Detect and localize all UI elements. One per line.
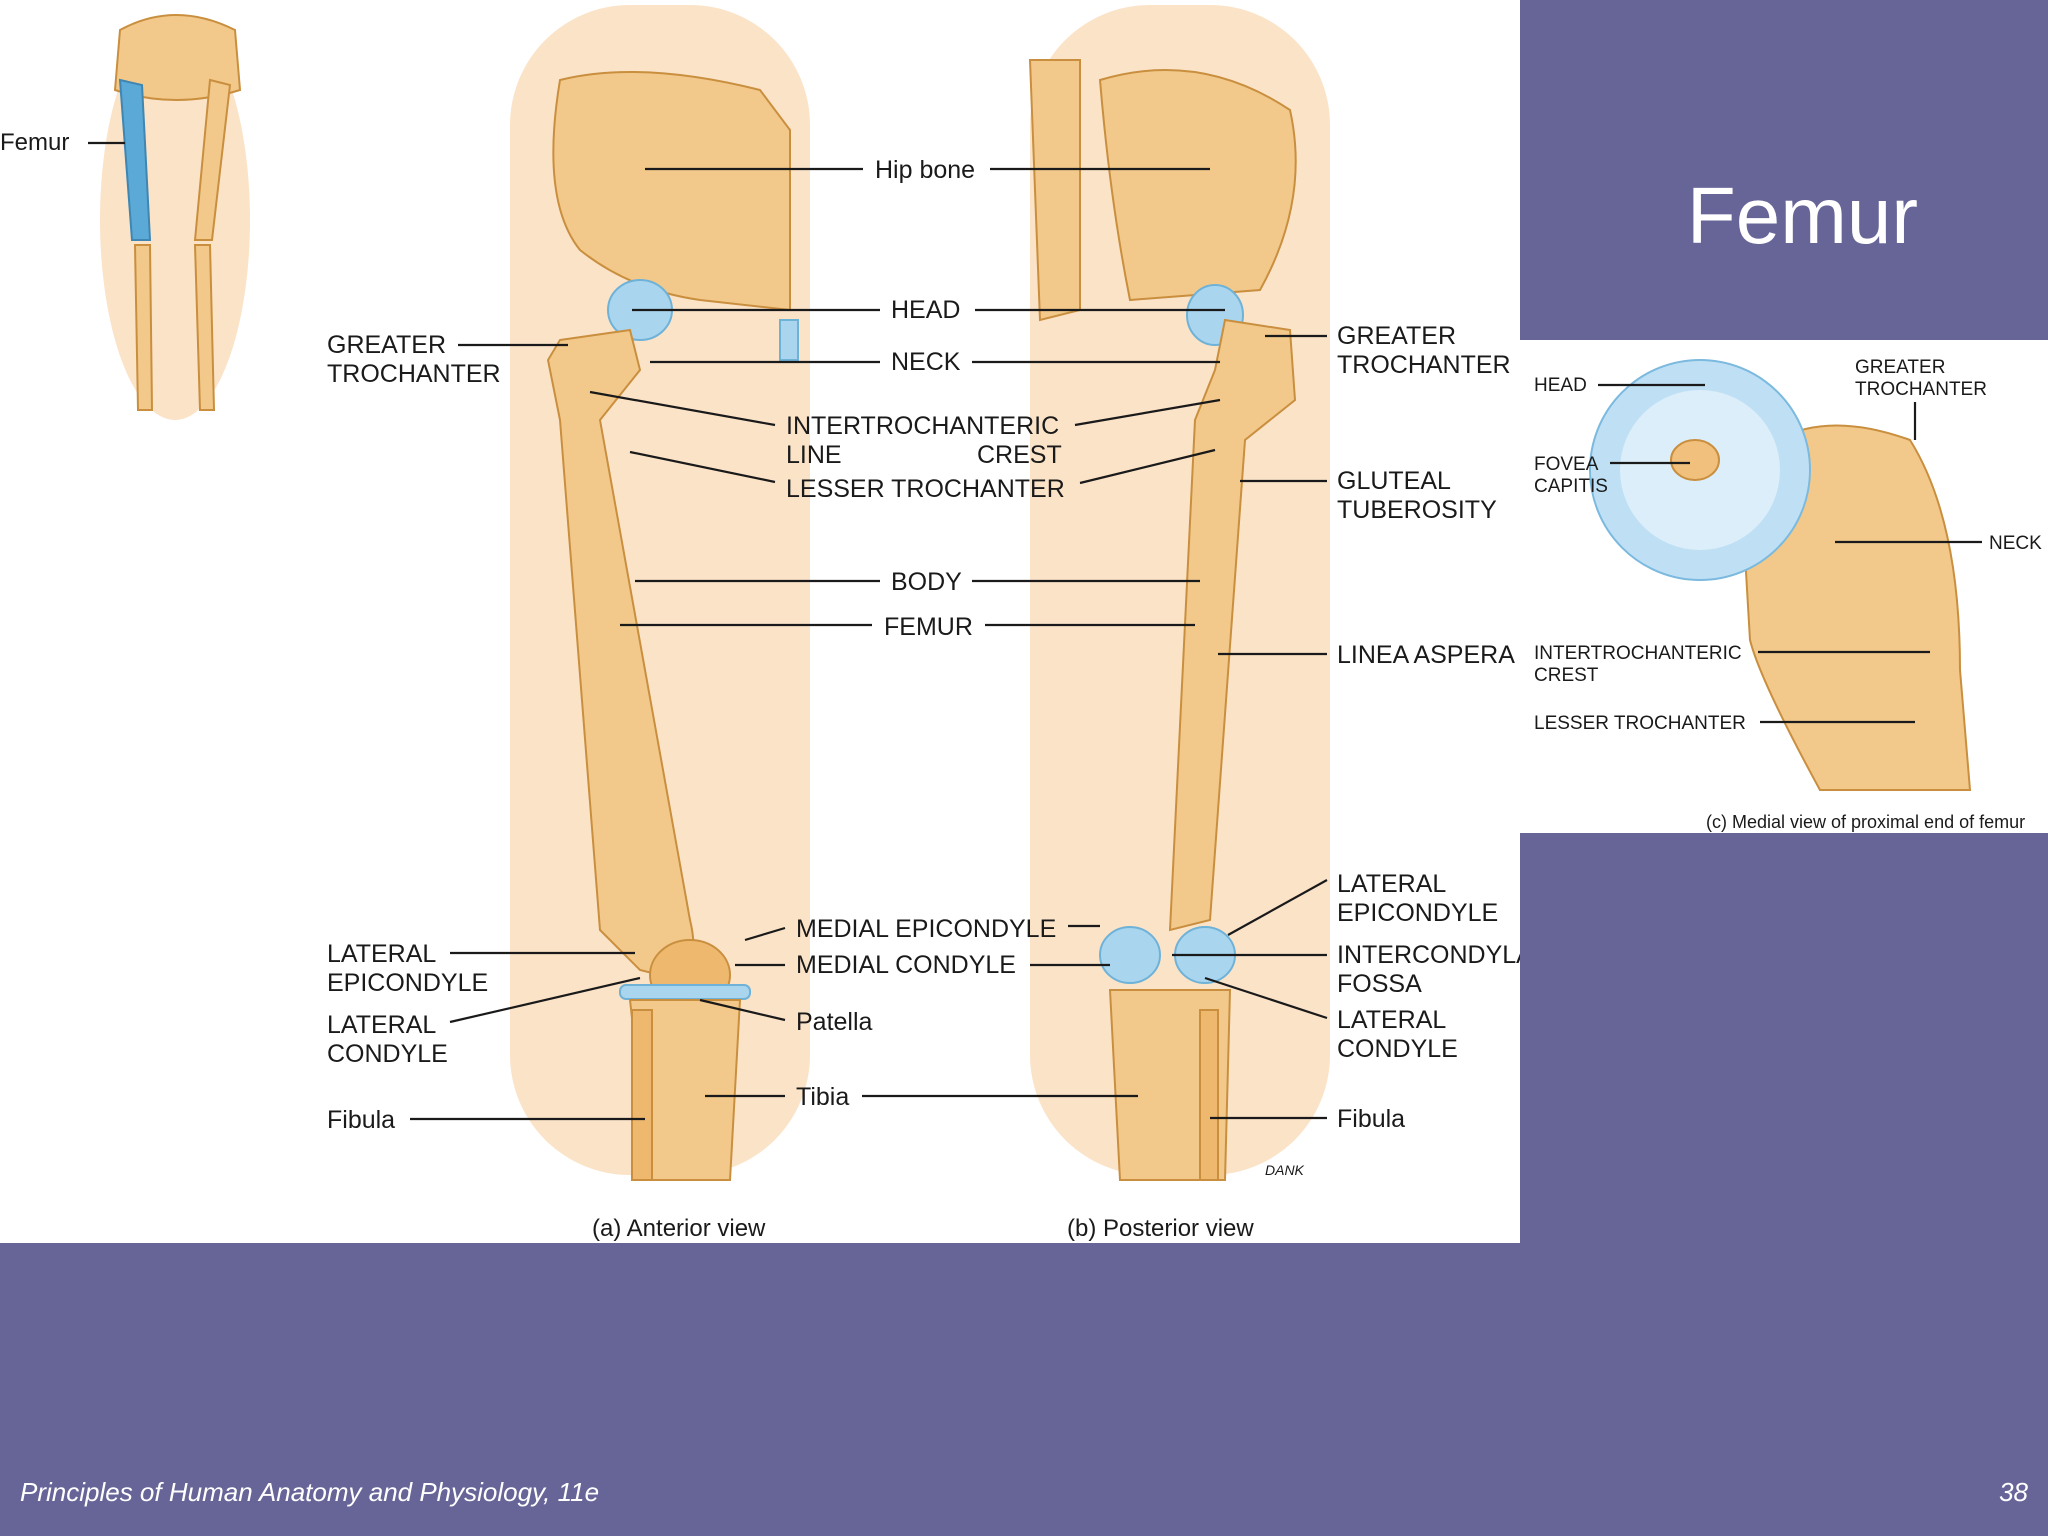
thumbnail-femur-label: Femur (0, 129, 69, 156)
label-fibula-b: Fibula (1337, 1105, 1405, 1133)
label-femur: FEMUR (884, 613, 973, 641)
label-greater-trochanter-b1: GREATER (1337, 322, 1456, 350)
label-head-c: HEAD (1534, 375, 1587, 396)
label-medial-epicondyle: MEDIAL EPICONDYLE (796, 915, 1056, 943)
label-fibula-a: Fibula (327, 1106, 395, 1134)
label-lesser-trochanter-c: LESSER TROCHANTER (1534, 713, 1746, 734)
thumbnail-skeleton: Femur (0, 14, 250, 420)
label-gluteal-tuberosity-1: GLUTEAL (1337, 467, 1451, 495)
label-intercondylar-fossa-1: INTERCONDYLA (1337, 941, 1520, 969)
label-greater-trochanter-c1: GREATER (1855, 357, 1945, 378)
label-intercondylar-fossa-2: FOSSA (1337, 970, 1422, 998)
page-number: 38 (1999, 1477, 2028, 1507)
label-lateral-epicondyle-b1: LATERAL (1337, 870, 1446, 898)
label-crest: CREST (977, 441, 1062, 469)
label-patella: Patella (796, 1008, 873, 1036)
label-greater-trochanter-a2: TROCHANTER (327, 360, 501, 388)
label-lateral-condyle-b1: LATERAL (1337, 1006, 1446, 1034)
label-lateral-epicondyle-b2: EPICONDYLE (1337, 899, 1498, 927)
artist-signature: DANK (1265, 1162, 1305, 1178)
label-hip-bone: Hip bone (875, 156, 975, 184)
label-body: BODY (891, 568, 962, 596)
label-intertrochanteric-crest-2: CREST (1534, 665, 1599, 686)
label-lateral-condyle-b2: CONDYLE (1337, 1035, 1458, 1063)
label-greater-trochanter-c2: TROCHANTER (1855, 379, 1987, 400)
label-lesser-trochanter: LESSER TROCHANTER (786, 475, 1065, 503)
label-intertrochanteric: INTERTROCHANTERIC (786, 412, 1059, 440)
label-intertrochanteric-crest-1: INTERTROCHANTERIC (1534, 643, 1742, 664)
caption-medial: (c) Medial view of proximal end of femur (1706, 812, 2025, 832)
label-greater-trochanter-b2: TROCHANTER (1337, 351, 1511, 379)
label-lateral-epicondyle-a1: LATERAL (327, 940, 436, 968)
slide-title: Femur (1686, 171, 1918, 260)
label-medial-condyle: MEDIAL CONDYLE (796, 951, 1016, 979)
label-head: HEAD (891, 296, 960, 324)
label-tibia: Tibia (796, 1083, 849, 1111)
anterior-view (510, 5, 810, 1181)
caption-posterior: (b) Posterior view (1067, 1215, 1254, 1242)
label-line: LINE (786, 441, 842, 469)
label-lateral-epicondyle-a2: EPICONDYLE (327, 969, 488, 997)
footer-source: Principles of Human Anatomy and Physiolo… (20, 1477, 600, 1507)
label-linea-aspera: LINEA ASPERA (1337, 641, 1515, 669)
label-fovea-capitis-1: FOVEA (1534, 454, 1599, 475)
medial-view-diagram: HEAD GREATER TROCHANTER FOVEA CAPITIS NE… (1534, 357, 2042, 832)
femur-diagram: Femur DANK Hip (0, 5, 1520, 1242)
label-lateral-condyle-a2: CONDYLE (327, 1040, 448, 1068)
posterior-view: DANK (1028, 5, 1330, 1181)
medial-view-panel: HEAD GREATER TROCHANTER FOVEA CAPITIS NE… (1520, 340, 2048, 833)
caption-anterior: (a) Anterior view (592, 1215, 766, 1242)
main-figure-panel: Femur DANK Hip (0, 0, 1520, 1243)
label-gluteal-tuberosity-2: TUBEROSITY (1337, 496, 1497, 524)
label-fovea-capitis-2: CAPITIS (1534, 476, 1608, 497)
label-lateral-condyle-a1: LATERAL (327, 1011, 436, 1039)
label-greater-trochanter-a1: GREATER (327, 331, 446, 359)
label-neck: NECK (891, 348, 961, 376)
label-neck-c: NECK (1989, 533, 2042, 554)
